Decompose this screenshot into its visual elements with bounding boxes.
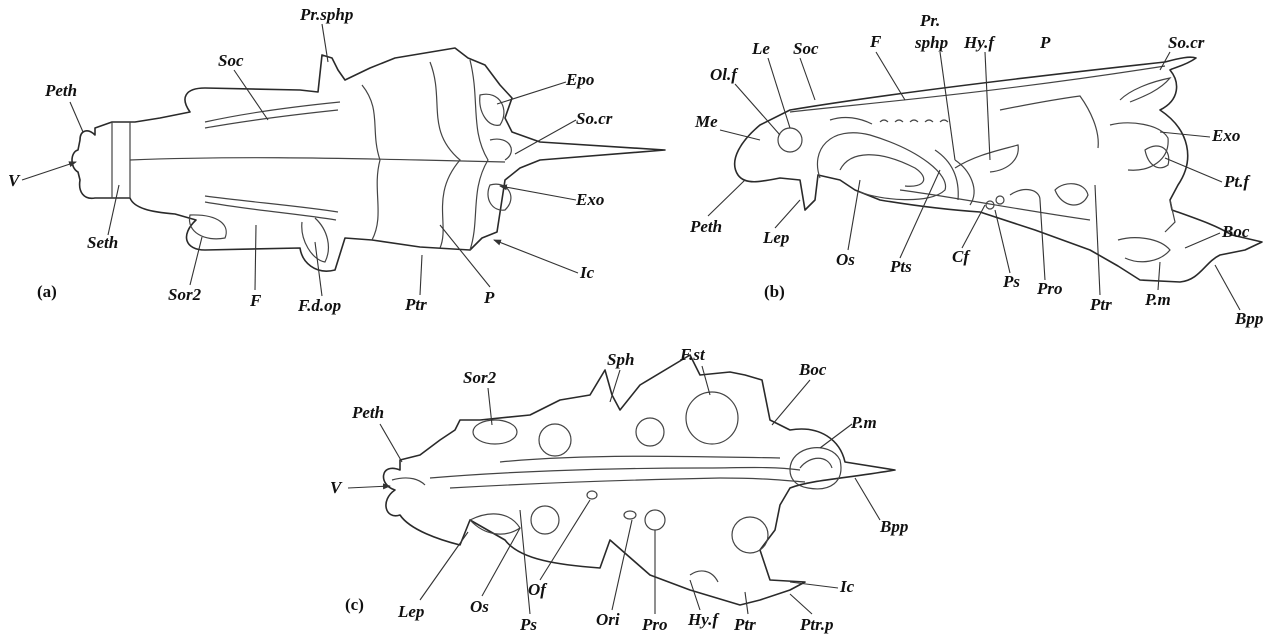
label-c-ptr-p: Ptr.p — [799, 615, 834, 634]
label-b-pts: Pts — [889, 257, 912, 276]
label-c-ori: Ori — [596, 610, 620, 629]
label-b-pt-f: Pt.f — [1223, 172, 1251, 191]
label-b-ps: Ps — [1002, 272, 1020, 291]
label-b-ptr: Ptr — [1089, 295, 1112, 314]
label-a-f: F — [249, 291, 262, 310]
panel-a-tag: (a) — [37, 282, 57, 301]
label-c-sph: Sph — [607, 350, 634, 369]
label-b-so-cr: So.cr — [1168, 33, 1205, 52]
label-a-ptr: Ptr — [404, 295, 427, 314]
panel-c-labels: (c) Peth Sor2 Sph F.st Boc P.m V Bpp Ic … — [330, 345, 908, 634]
label-a-ic: Ic — [579, 263, 595, 282]
label-a-p: P — [483, 288, 495, 307]
label-c-v: V — [330, 478, 343, 497]
label-c-ic: Ic — [839, 577, 855, 596]
panel-b-drawing — [735, 57, 1262, 282]
label-c-ptr: Ptr — [733, 615, 756, 634]
label-a-soc: Soc — [218, 51, 244, 70]
label-a-so-cr: So.cr — [576, 109, 613, 128]
label-c-f-st: F.st — [679, 345, 706, 364]
label-b-hy-f: Hy.f — [963, 33, 996, 52]
label-b-bpp: Bpp — [1234, 309, 1263, 328]
label-c-of: Of — [528, 580, 548, 599]
label-a-f-d-op: F.d.op — [297, 296, 341, 315]
label-b-lep: Lep — [762, 228, 789, 247]
label-c-bpp: Bpp — [879, 517, 908, 536]
label-b-pro: Pro — [1036, 279, 1063, 298]
label-b-soc: Soc — [793, 39, 819, 58]
label-b-p: P — [1039, 33, 1051, 52]
label-c-p-m: P.m — [850, 413, 877, 432]
label-c-os: Os — [470, 597, 489, 616]
label-c-hy-f: Hy.f — [687, 610, 720, 629]
label-a-v: V — [8, 171, 21, 190]
label-a-epo: Epo — [565, 70, 594, 89]
label-b-pr: Pr. — [919, 11, 940, 30]
label-b-sphp: sphp — [914, 33, 948, 52]
label-a-seth: Seth — [87, 233, 118, 252]
label-c-sor2: Sor2 — [463, 368, 497, 387]
label-c-peth: Peth — [351, 403, 384, 422]
label-c-lep: Lep — [397, 602, 424, 621]
label-a-sor2: Sor2 — [168, 285, 202, 304]
panel-a-labels: (a) Peth V Seth Soc Pr.sphp Epo So.cr Ex… — [8, 5, 613, 315]
label-b-le: Le — [751, 39, 770, 58]
panel-c-drawing — [384, 355, 895, 605]
label-c-boc: Boc — [798, 360, 827, 379]
label-b-cf: Cf — [952, 247, 971, 266]
label-b-me: Me — [694, 112, 718, 131]
label-b-boc: Boc — [1221, 222, 1250, 241]
label-a-exo: Exo — [575, 190, 604, 209]
label-c-ps: Ps — [519, 615, 537, 634]
label-c-pro: Pro — [641, 615, 668, 634]
label-b-ol-f: Ol.f — [710, 65, 739, 84]
panel-b-tag: (b) — [764, 282, 785, 301]
label-a-pr-sphp: Pr.sphp — [299, 5, 353, 24]
panel-c-tag: (c) — [345, 595, 364, 614]
label-b-f: F — [869, 32, 882, 51]
label-b-p-m: P.m — [1144, 290, 1171, 309]
label-b-peth: Peth — [689, 217, 722, 236]
label-a-peth: Peth — [44, 81, 77, 100]
label-b-os: Os — [836, 250, 855, 269]
label-b-exo: Exo — [1211, 126, 1240, 145]
